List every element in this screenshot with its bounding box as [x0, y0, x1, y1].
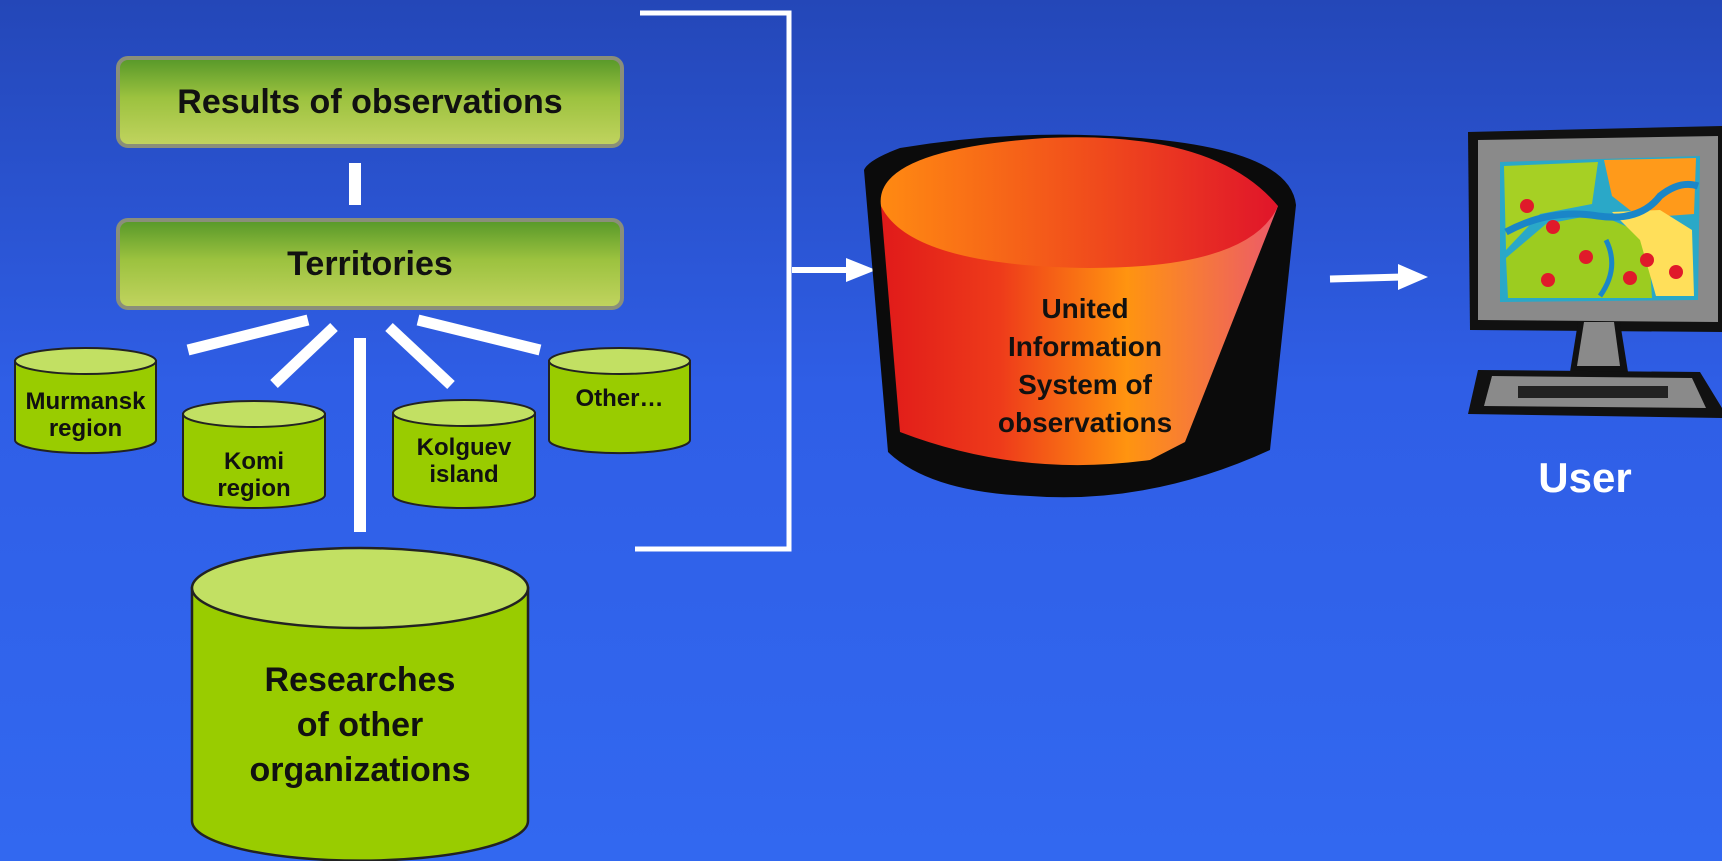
user-label: User	[1538, 454, 1632, 501]
cylinder-researches	[190, 546, 530, 861]
system-database-icon	[864, 134, 1296, 498]
researches-label: Researches of other organizations	[249, 661, 471, 790]
connector-to-kolguev	[385, 322, 455, 390]
monitor-map-icon	[1468, 126, 1722, 418]
cylinder-murmansk	[14, 347, 157, 455]
connector-to-researches	[354, 338, 366, 532]
kolguev-label: Kolguev island	[416, 434, 512, 489]
results-box: Results of observations	[116, 56, 624, 148]
cylinder-other	[548, 347, 691, 455]
connector-results-territories	[349, 163, 361, 205]
bracket-line	[635, 10, 792, 552]
system-label: United Information System of observation…	[997, 293, 1173, 439]
results-label: Results of observations	[177, 82, 563, 121]
cylinder-kolguev	[392, 399, 536, 509]
connector-lines	[186, 10, 1428, 552]
connector-to-murmansk	[186, 314, 310, 356]
connector-to-other	[416, 314, 542, 356]
arrow-to-user-shaft	[1329, 273, 1403, 283]
connector-to-komi	[270, 323, 338, 388]
murmansk-label: Murmansk region	[25, 388, 146, 443]
arrow-to-user-head	[1398, 264, 1428, 290]
komi-label: Komi region	[217, 448, 291, 503]
other-label: Other…	[575, 385, 664, 412]
territories-box: Territories	[116, 218, 624, 310]
territories-label: Territories	[287, 244, 453, 283]
cylinder-komi	[182, 400, 326, 509]
arrow-to-system-head	[846, 258, 876, 282]
